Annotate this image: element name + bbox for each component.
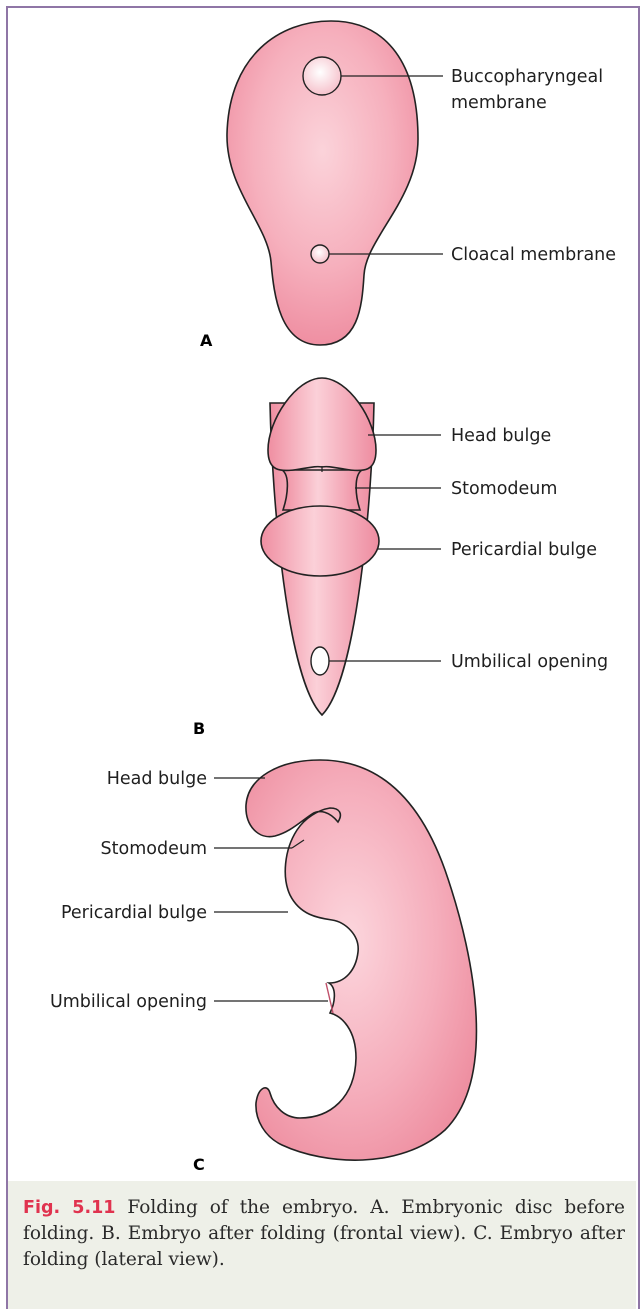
pericardial-bulge [261, 506, 379, 576]
callout-buccopharyngeal: Buccopharyngeal [451, 67, 603, 87]
callout-pericardial-bulge: Pericardial bulge [451, 540, 597, 560]
callout-cloacal-membrane: Cloacal membrane [451, 245, 616, 265]
callout-umbilical-opening-c: Umbilical opening [50, 992, 207, 1012]
lateral-embryo [246, 760, 476, 1160]
neck-region [282, 470, 362, 510]
panel-label-b: B [193, 719, 205, 738]
callout-stomodeum: Stomodeum [451, 479, 557, 499]
callout-pericardial-bulge-c: Pericardial bulge [61, 903, 207, 923]
figure-number: Fig. 5.11 [23, 1198, 115, 1218]
panel-a: Buccopharyngeal membrane Cloacal membran… [200, 21, 616, 350]
figure-caption: Fig. 5.11 Folding of the embryo. A. Embr… [8, 1181, 636, 1309]
panel-b: Head bulge Stomodeum Pericardial bulge U… [193, 378, 608, 738]
callout-umbilical-opening: Umbilical opening [451, 652, 608, 672]
panel-label-a: A [200, 331, 213, 350]
buccopharyngeal-membrane [303, 57, 341, 95]
head-bulge [268, 378, 376, 471]
callout-head-bulge: Head bulge [451, 426, 551, 446]
cloacal-membrane [311, 245, 329, 263]
callout-head-bulge-c: Head bulge [107, 769, 207, 789]
embryo-folding-diagram: Buccopharyngeal membrane Cloacal membran… [0, 0, 642, 1180]
panel-label-c: C [193, 1155, 205, 1174]
callout-stomodeum-c: Stomodeum [101, 839, 207, 859]
umbilical-opening [311, 647, 329, 675]
umbilical-notch [326, 983, 333, 1013]
callout-buccopharyngeal-2: membrane [451, 93, 547, 113]
panel-c: Head bulge Stomodeum Pericardial bulge U… [50, 760, 477, 1174]
